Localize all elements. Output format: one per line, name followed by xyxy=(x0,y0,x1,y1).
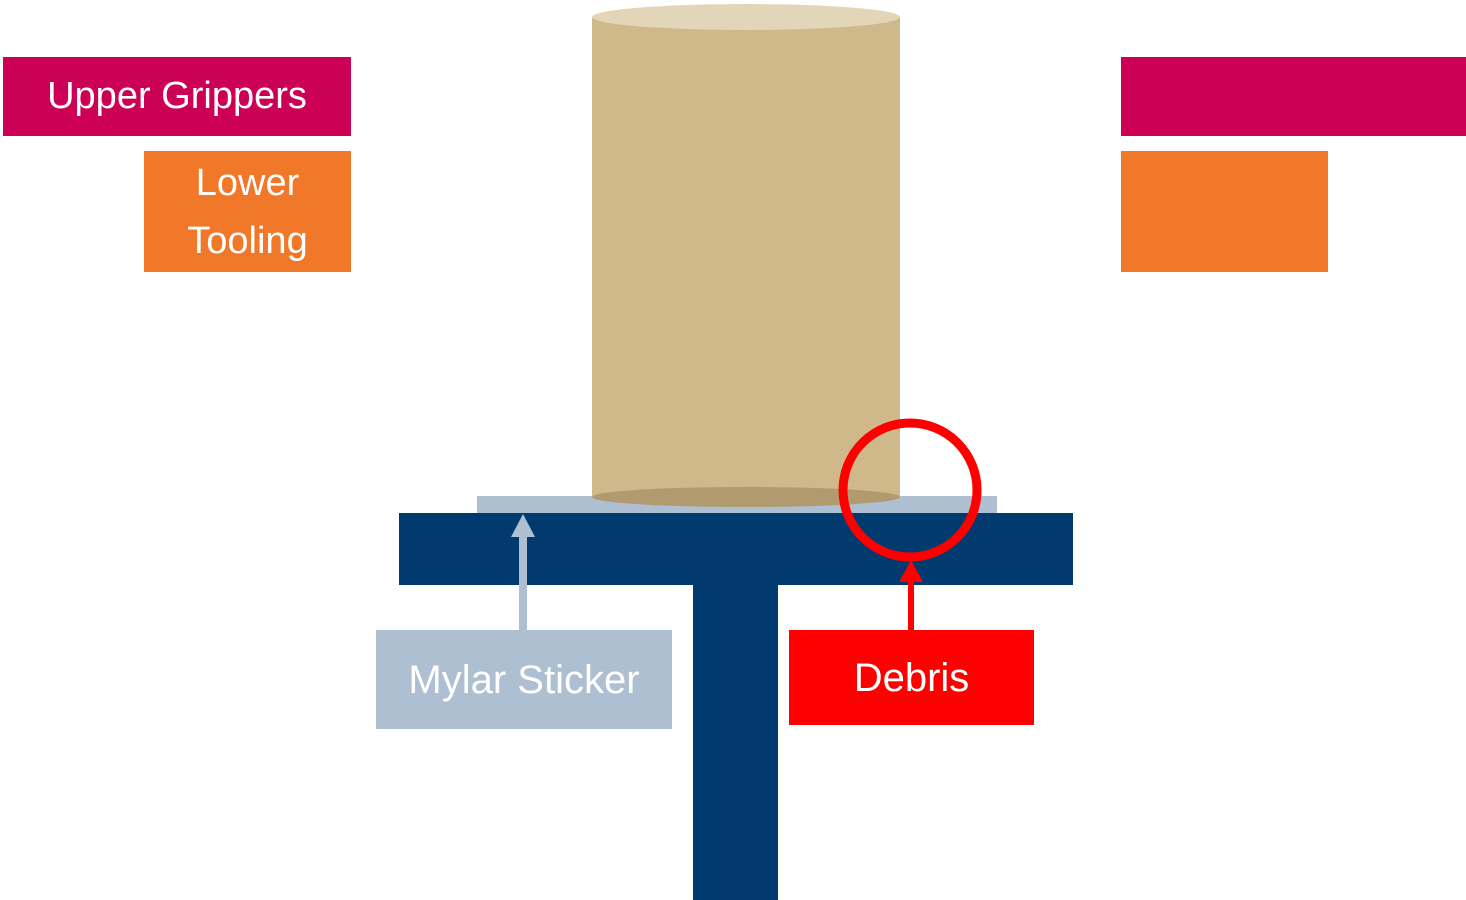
lower-tooling-label-line1: Lower xyxy=(195,161,300,204)
mylar-sticker-label: Mylar Sticker xyxy=(408,657,640,702)
debris-label-box: Debris xyxy=(789,630,1034,725)
mylar-sticker-label-box: Mylar Sticker xyxy=(376,630,672,729)
upper-grippers-label-box: Upper Grippers xyxy=(3,57,351,136)
mylar-arrow xyxy=(511,514,535,630)
cylinder-top xyxy=(592,4,900,30)
cylinder xyxy=(592,4,900,507)
lower-tooling-label-box: Lower Tooling xyxy=(144,151,351,272)
upper-gripper-block xyxy=(1121,57,1466,136)
base-plate xyxy=(399,513,1073,585)
lower-tooling-label-line2: Tooling xyxy=(187,219,308,262)
debris-circle xyxy=(838,418,982,562)
upper-grippers-label: Upper Grippers xyxy=(47,75,307,117)
base-stem xyxy=(693,585,778,900)
cylinder-bottom xyxy=(592,487,900,507)
debris-label: Debris xyxy=(853,655,970,700)
lower-tooling-block xyxy=(1121,151,1328,272)
debris-arrow xyxy=(899,560,923,630)
